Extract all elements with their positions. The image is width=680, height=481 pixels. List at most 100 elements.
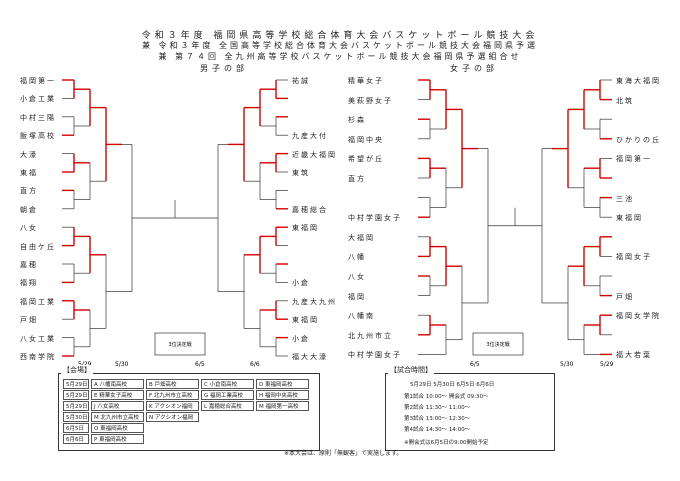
venue-entry: B 戸畑高校 [146, 379, 199, 389]
title-line-1: 令和３年度 福岡県高等学校総合体育大会バスケットボール競技大会 [141, 31, 539, 41]
team-name: 中村三陽 [20, 113, 56, 122]
team-name: 福岡第一 [616, 155, 652, 164]
round-date: 6/5 [470, 361, 480, 368]
boys-section-label: 男子の部 [200, 64, 248, 73]
time-box: 【試合時間】 5月29日 5月30日 6月5日 6月6日 第1試合 10:00～… [385, 365, 555, 451]
team-name: 大福岡 [348, 233, 375, 242]
venue-entry: D 東福岡高校 [256, 379, 309, 389]
team-name: 直方 [348, 175, 366, 183]
third-place-label: 3位決定戦 [168, 341, 191, 348]
team-name: 八幡南 [348, 312, 375, 321]
team-name: 東福岡 [292, 224, 319, 233]
team-name: 八女 [20, 224, 38, 233]
team-name: 福岡中央 [348, 135, 384, 144]
time-header: 5月29日 5月30日 6月5日 6月6日 [410, 382, 495, 388]
round-date: 5/30 [560, 361, 574, 368]
venue-date: 5月29日 [63, 401, 89, 411]
venue-entry: J 八女高校 [91, 401, 144, 411]
team-name: 朝倉 [20, 205, 38, 214]
venue-entry: L 嘉穂総合高校 [201, 401, 254, 411]
team-name: 自由ケ丘 [20, 242, 56, 251]
team-name: 精華女子 [348, 77, 384, 85]
third-place-box [472, 332, 524, 356]
team-name: ひかりの丘 [616, 135, 661, 144]
venue-entry: H 福岡中央高校 [256, 390, 309, 400]
time-note: ※開会式は6月5日の9:00開始予定 [404, 440, 489, 446]
third-place-label: 3位決定戦 [486, 341, 509, 348]
girls-section-label: 女子の部 [450, 64, 498, 73]
venue-entry: C 小倉南高校 [201, 379, 254, 389]
venue-entry: N アクシオン福岡 [146, 412, 199, 422]
venue-entry: G 福岡工業高校 [201, 390, 254, 400]
venue-title: 【会場】 [61, 365, 93, 375]
title-line-3: 兼 第７４回 全九州高等学校バスケットボール競技大会福岡県予選組合せ [158, 52, 522, 61]
team-name: 福翔 [20, 279, 38, 288]
team-name: 中村学園女子 [348, 351, 402, 360]
team-name: 近畿大福岡 [292, 150, 337, 159]
third-place-box [154, 332, 206, 356]
time-row: 第2試合 11:30～ 11:00～ [404, 405, 471, 411]
venue-date: 5月29日 [63, 379, 89, 389]
round-date: 5/29 [600, 361, 614, 368]
team-name: 福大大濠 [292, 353, 328, 361]
venue-entry: F 北九州市立高校 [146, 390, 199, 400]
venue-entry: M 北九州市立高校 [91, 412, 144, 422]
team-name: 福岡女学院 [616, 312, 661, 321]
round-date: 6/6 [250, 361, 260, 368]
team-name: 飯塚高校 [20, 132, 56, 141]
round-date: 5/30 [115, 361, 129, 368]
team-name: 東筑 [292, 169, 310, 177]
team-name: 東福岡 [616, 214, 643, 223]
team-name: 福岡第一 [20, 77, 56, 85]
venue-date: 6月5日 [63, 423, 89, 433]
venue-date: 5月30日 [63, 412, 89, 422]
team-name: 九産大九州 [292, 297, 337, 306]
time-row: 第3試合 13:00～ 12:30～ [404, 416, 471, 422]
team-name: 嘉穂総合 [292, 205, 328, 214]
team-name: 小倉工業 [20, 95, 56, 104]
team-name: 中村学園女子 [348, 214, 402, 223]
footer-note: ※本大会は、原則「無観客」で実施します。 [284, 450, 403, 457]
time-row: 第4試合 14:30～ 14:00～ [404, 427, 471, 433]
team-name: 福岡工業 [20, 297, 56, 306]
team-name: 九産大付 [292, 132, 328, 141]
venue-entry: K アクシオン福岡 [146, 401, 199, 411]
team-name: 八女 [348, 273, 366, 281]
team-name: 西南学院 [20, 353, 56, 361]
team-name: 嘉穂 [20, 261, 38, 269]
round-date: 5/29 [78, 361, 92, 368]
team-name: 希望が丘 [348, 155, 384, 164]
team-name: 美萩野女子 [348, 96, 393, 105]
team-name: 福岡女子 [616, 253, 652, 262]
time-row: 第1試合 10:00～ 開会式 09:30～ [404, 394, 489, 400]
team-name: 北九州市立 [348, 331, 393, 340]
team-name: 福岡 [348, 292, 366, 301]
time-title: 【試合時間】 [388, 365, 434, 375]
team-name: 東福 [20, 169, 38, 177]
team-name: 福大若葉 [616, 351, 652, 360]
team-name: 大濠 [20, 150, 38, 159]
team-name: 北筑 [616, 96, 634, 105]
team-name: 戸畑 [616, 292, 634, 301]
team-name: 小倉 [292, 279, 310, 288]
team-name: 八女工業 [20, 334, 56, 343]
venue-entry: P 東福岡高校 [91, 434, 144, 444]
team-name: 小倉 [292, 334, 310, 343]
team-name: 戸畑 [20, 316, 38, 325]
team-name: 杉森 [348, 116, 366, 125]
team-name: 東海大福岡 [616, 77, 661, 85]
venue-entry: A 八幡南高校 [91, 379, 144, 389]
venue-date: 6月6日 [63, 434, 89, 444]
venue-entry: O 東福岡高校 [91, 423, 144, 433]
team-name: 三池 [616, 194, 634, 203]
round-date: 6/5 [195, 361, 205, 368]
team-name: 八幡 [348, 253, 366, 262]
team-name: 直方 [20, 187, 38, 196]
team-name: 祐誠 [292, 77, 310, 85]
venue-date: 5月29日 [63, 390, 89, 400]
venue-entry: M 福岡第一高校 [256, 401, 309, 411]
title-line-2: 兼 令和３年度 全国高等学校総合体育大会バスケットボール競技大会福岡県予選 [141, 41, 539, 50]
venue-entry: E 精華女子高校 [91, 390, 144, 400]
